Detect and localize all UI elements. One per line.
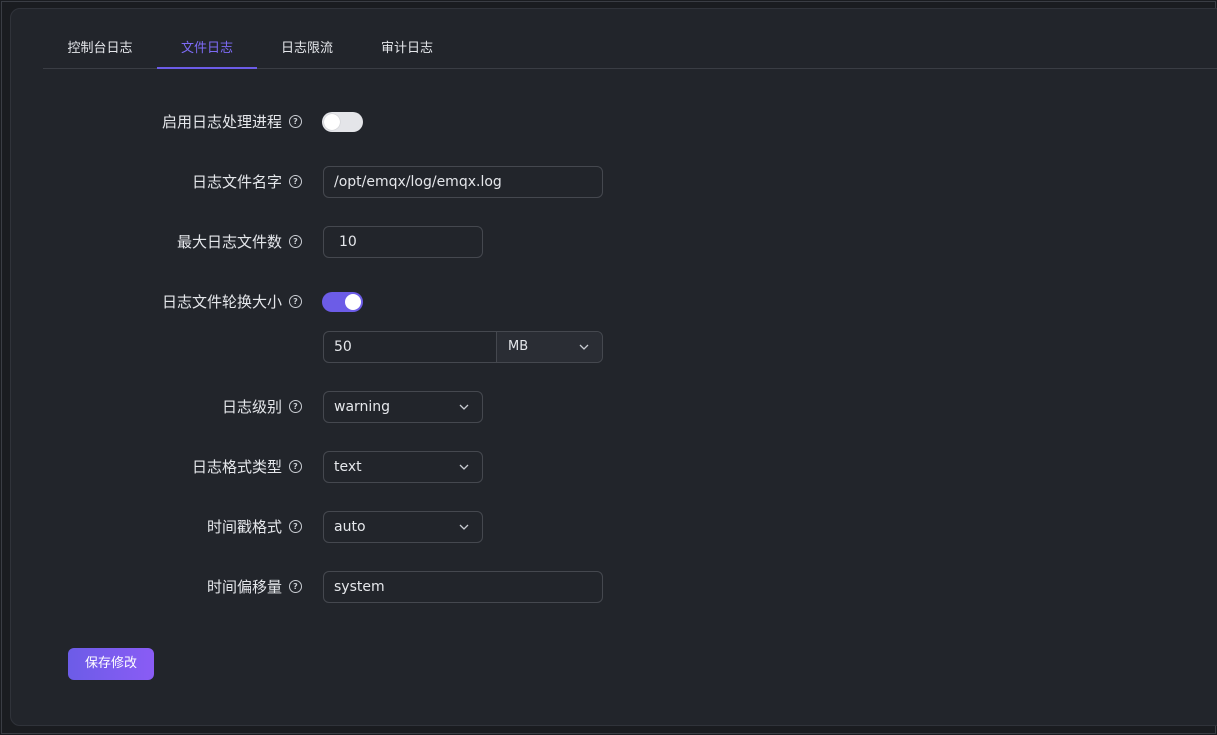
timestamp-format-select[interactable]: auto: [323, 511, 483, 543]
chevron-down-icon: [459, 524, 469, 530]
time-offset-input[interactable]: system: [323, 571, 603, 603]
formatter-select[interactable]: text: [323, 451, 483, 483]
settings-panel: [10, 8, 1217, 726]
help-icon[interactable]: ?: [289, 520, 302, 533]
chevron-down-icon: [459, 404, 469, 410]
help-icon[interactable]: ?: [289, 115, 302, 128]
file-name-label: 日志文件名字: [191, 173, 282, 191]
rotation-unit-select[interactable]: MB: [497, 332, 602, 362]
enable-handler-toggle[interactable]: [322, 112, 363, 132]
help-icon[interactable]: ?: [289, 580, 302, 593]
tab-audit-log[interactable]: 审计日志: [380, 41, 433, 56]
help-icon[interactable]: ?: [289, 235, 302, 248]
toggle-knob: [324, 114, 340, 130]
rotation-size-label: 日志文件轮换大小: [161, 293, 282, 311]
max-files-input[interactable]: 10: [323, 226, 483, 258]
active-tab-indicator: [157, 67, 257, 69]
save-button[interactable]: 保存修改: [68, 648, 154, 680]
rotation-size-toggle[interactable]: [322, 292, 363, 312]
enable-handler-label: 启用日志处理进程: [161, 113, 282, 131]
max-files-label: 最大日志文件数: [176, 233, 282, 251]
help-icon[interactable]: ?: [289, 175, 302, 188]
tab-console-log[interactable]: 控制台日志: [67, 41, 133, 56]
help-icon[interactable]: ?: [289, 295, 302, 308]
tab-log-throttling[interactable]: 日志限流: [280, 41, 333, 56]
formatter-value: text: [334, 459, 362, 475]
timestamp-format-value: auto: [334, 519, 366, 535]
rotation-size-field: 50 MB: [323, 331, 603, 363]
file-name-input[interactable]: /opt/emqx/log/emqx.log: [323, 166, 603, 198]
level-value: warning: [334, 399, 391, 415]
tab-file-log[interactable]: 文件日志: [180, 41, 233, 56]
formatter-label: 日志格式类型: [191, 458, 282, 476]
chevron-down-icon: [459, 464, 469, 470]
help-icon[interactable]: ?: [289, 400, 302, 413]
rotation-size-input[interactable]: 50: [324, 332, 497, 362]
toggle-knob: [345, 294, 361, 310]
help-icon[interactable]: ?: [289, 460, 302, 473]
level-label: 日志级别: [221, 398, 282, 416]
time-offset-label: 时间偏移量: [206, 578, 282, 596]
timestamp-format-label: 时间戳格式: [206, 518, 282, 536]
level-select[interactable]: warning: [323, 391, 483, 423]
chevron-down-icon: [579, 344, 589, 350]
rotation-unit-value: MB: [508, 339, 529, 354]
log-tabs: 控制台日志 文件日志 日志限流 审计日志: [43, 30, 1217, 69]
